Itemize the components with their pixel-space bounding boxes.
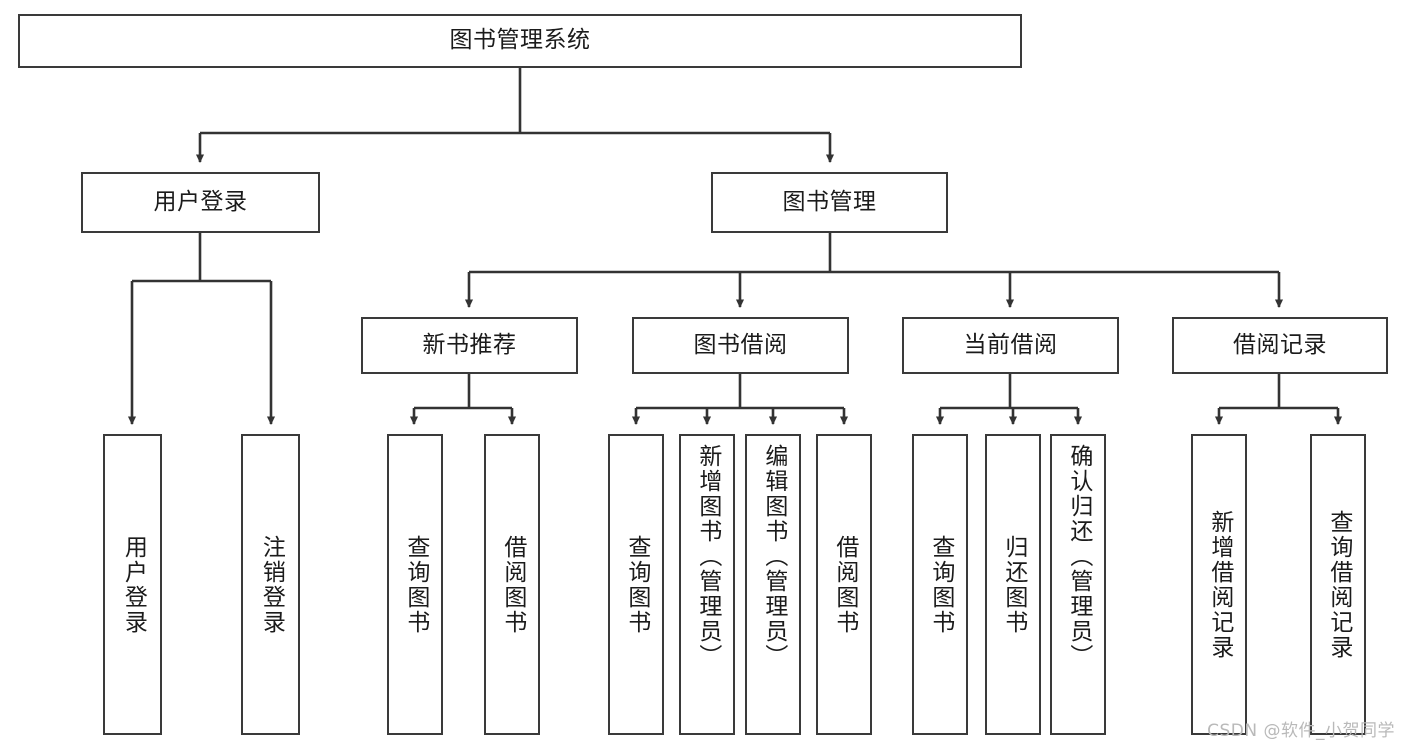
watermark-text: CSDN @软件_小贺同学 (1207, 721, 1395, 741)
node-current-borrow-label: 当前借阅 (963, 331, 1058, 358)
node-root[interactable]: 图书管理系统 (18, 14, 1022, 68)
node-book-manage[interactable]: 图书管理 (711, 172, 948, 233)
node-borrow-record-label: 借阅记录 (1233, 331, 1327, 358)
node-leaf-user-login-label: 用户登录 (120, 534, 147, 635)
node-book-manage-label: 图书管理 (782, 188, 877, 215)
node-leaf-add-record[interactable]: 新增借阅记录 (1191, 434, 1247, 735)
node-new-book-rec[interactable]: 新书推荐 (361, 317, 578, 374)
node-leaf-confirm-return-label: 确认归还（管理员） (1065, 444, 1092, 669)
node-current-borrow[interactable]: 当前借阅 (902, 317, 1119, 374)
node-borrow-record[interactable]: 借阅记录 (1172, 317, 1388, 374)
node-leaf-add-book-label: 新增图书（管理员） (694, 444, 721, 669)
node-leaf-query-record[interactable]: 查询借阅记录 (1310, 434, 1366, 735)
node-leaf-query-book-rec-label: 查询图书 (402, 534, 429, 635)
node-leaf-query-record-label: 查询借阅记录 (1325, 509, 1352, 660)
node-leaf-add-record-label: 新增借阅记录 (1206, 509, 1233, 660)
node-new-book-rec-label: 新书推荐 (422, 331, 517, 358)
node-user-login[interactable]: 用户登录 (81, 172, 320, 233)
node-leaf-query-book-cur-label: 查询图书 (927, 534, 954, 635)
node-leaf-query-book-borrow[interactable]: 查询图书 (608, 434, 664, 735)
node-leaf-query-book-borrow-label: 查询图书 (623, 534, 650, 635)
node-leaf-confirm-return[interactable]: 确认归还（管理员） (1050, 434, 1106, 735)
node-leaf-borrow-book[interactable]: 借阅图书 (816, 434, 872, 735)
node-leaf-user-logout-label: 注销登录 (258, 534, 285, 635)
node-leaf-borrow-book-rec-label: 借阅图书 (499, 534, 526, 635)
node-root-label: 图书管理系统 (449, 27, 591, 54)
node-leaf-borrow-book-rec[interactable]: 借阅图书 (484, 434, 540, 735)
node-leaf-borrow-book-label: 借阅图书 (831, 534, 858, 635)
node-leaf-user-logout[interactable]: 注销登录 (241, 434, 300, 735)
node-book-borrow[interactable]: 图书借阅 (632, 317, 849, 374)
node-leaf-query-book-cur[interactable]: 查询图书 (912, 434, 968, 735)
node-leaf-edit-book[interactable]: 编辑图书（管理员） (745, 434, 801, 735)
node-book-borrow-label: 图书借阅 (693, 331, 788, 358)
node-leaf-return-book[interactable]: 归还图书 (985, 434, 1041, 735)
node-user-login-label: 用户登录 (153, 188, 248, 215)
node-leaf-edit-book-label: 编辑图书（管理员） (760, 444, 787, 669)
node-leaf-query-book-rec[interactable]: 查询图书 (387, 434, 443, 735)
node-leaf-user-login[interactable]: 用户登录 (103, 434, 162, 735)
node-leaf-return-book-label: 归还图书 (1000, 534, 1027, 635)
node-leaf-add-book[interactable]: 新增图书（管理员） (679, 434, 735, 735)
